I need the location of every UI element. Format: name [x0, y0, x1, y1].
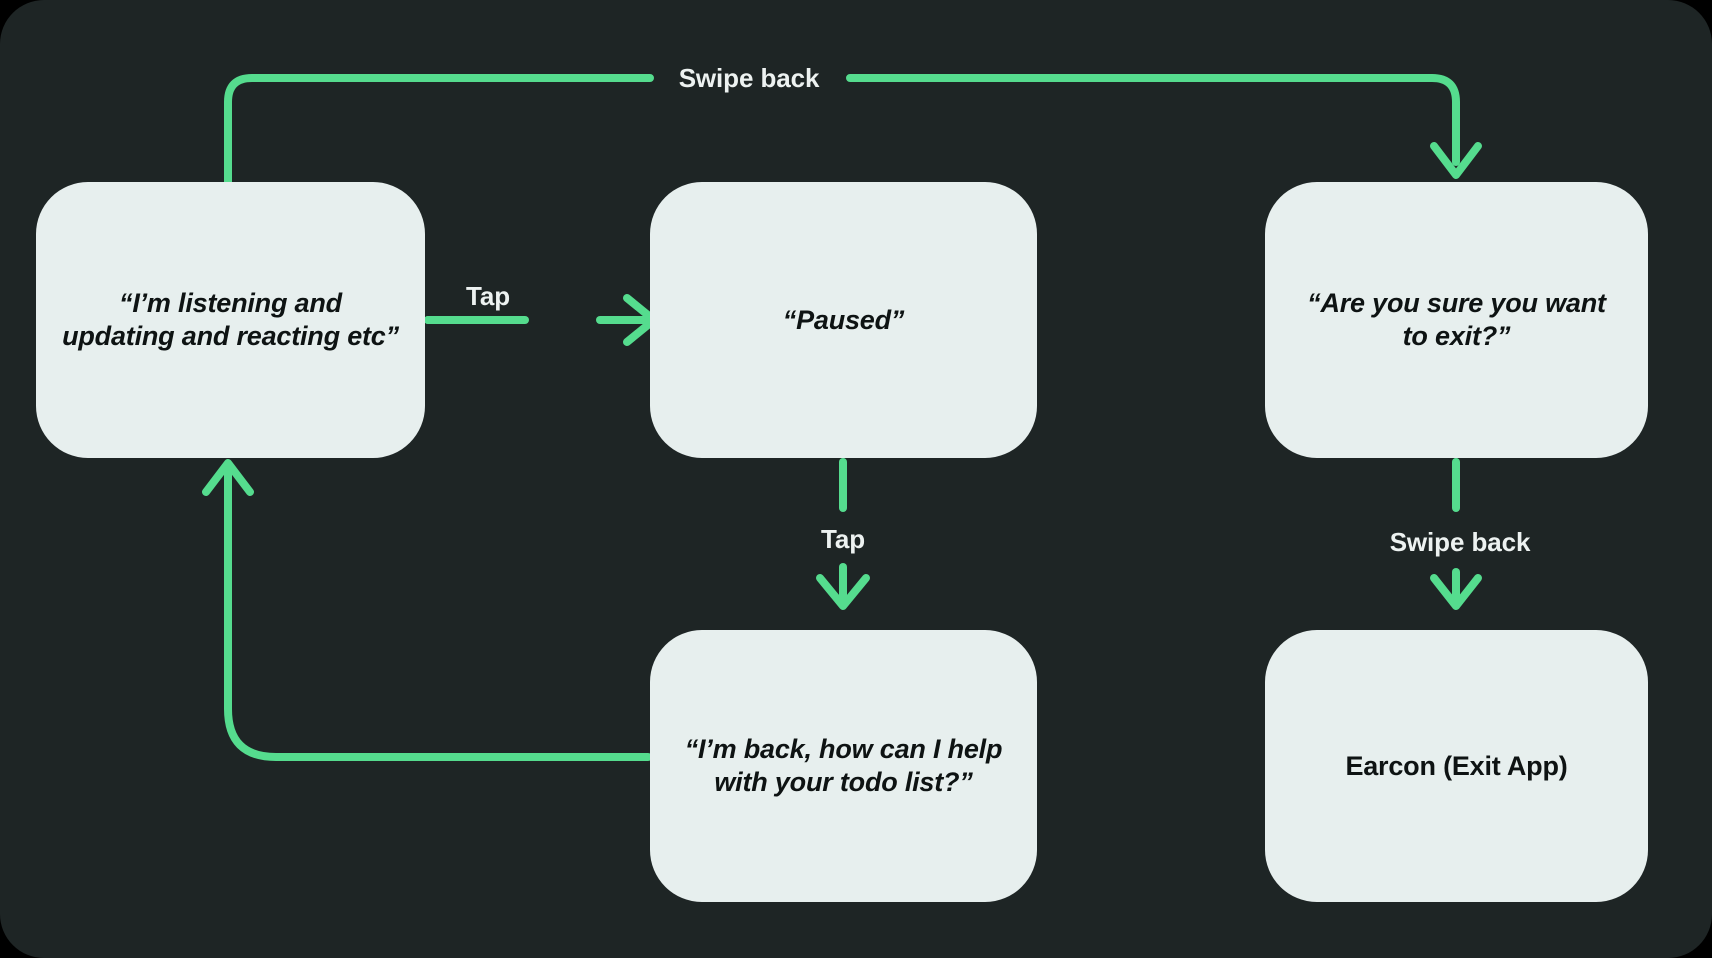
edge-swipe-back-top-left-segment — [224, 74, 654, 186]
node-exit-confirmation[interactable]: “Are you sure you want to exit?” — [1265, 182, 1648, 458]
node-listening[interactable]: “I’m listening and updating and reacting… — [36, 182, 425, 458]
edge-return-loop-arrowhead — [202, 459, 254, 496]
edge-tap-vertical-arrowhead — [816, 574, 870, 610]
edge-label-tap-horizontal: Tap — [466, 281, 510, 311]
edge-return-loop — [224, 466, 652, 761]
node-paused-label: “Paused” — [782, 304, 905, 335]
edge-label-swipe-back-vertical: Swipe back — [1389, 527, 1531, 557]
node-paused[interactable]: “Paused” — [650, 182, 1037, 458]
edge-swipe-back-vertical-arrowhead — [1430, 574, 1482, 610]
node-exit-confirmation-label: “Are you sure you want to exit?” — [1307, 288, 1606, 351]
node-back[interactable]: “I’m back, how can I help with your todo… — [650, 630, 1037, 902]
edge-label-swipe-back-top: Swipe back — [678, 63, 820, 93]
edge-label-tap-vertical: Tap — [821, 524, 865, 554]
node-earcon[interactable]: Earcon (Exit App) — [1265, 630, 1648, 902]
edge-swipe-back-top-right-segment — [846, 74, 1460, 166]
node-earcon-label: Earcon (Exit App) — [1345, 750, 1568, 781]
edge-swipe-back-top-arrowhead — [1430, 142, 1482, 179]
node-listening-label: “I’m listening and updating and reacting… — [62, 288, 399, 351]
node-back-label: “I’m back, how can I help with your todo… — [684, 734, 1003, 797]
